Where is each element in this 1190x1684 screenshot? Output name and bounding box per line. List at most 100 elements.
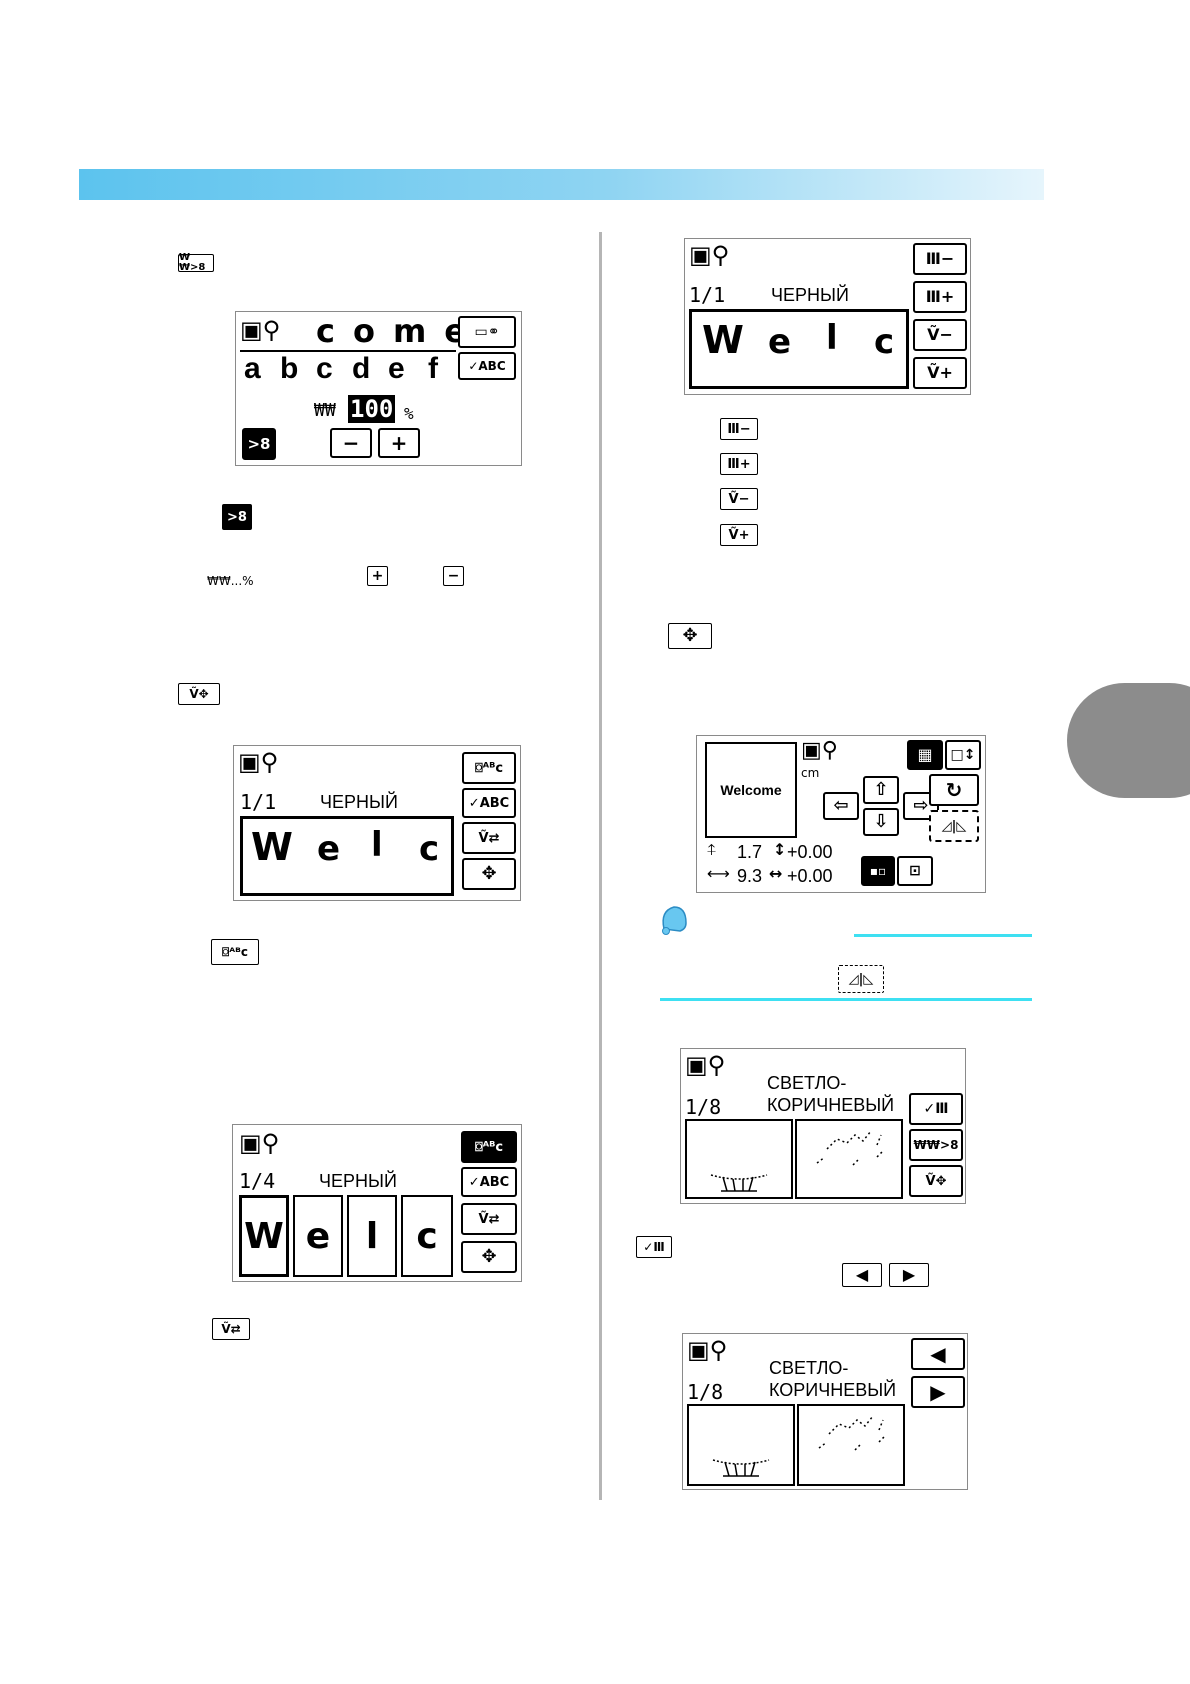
thread-color-name: ЧЕРНЫЙ	[771, 285, 849, 305]
needle-minus-button[interactable]: Ṽ−	[913, 319, 967, 351]
rotate-button[interactable]: ↻	[929, 774, 979, 806]
needle-swap-button[interactable]: Ṽ⇄	[461, 1203, 517, 1235]
arrow-up-button[interactable]: ⇧	[863, 776, 899, 804]
color-name-line1: СВЕТЛО-	[769, 1358, 849, 1378]
lcd-screen-layout: Welcome ▣⚲ cm ▦ □↕ ⇧ ⇦ ⇨ ⇩ ↻ ◿|◺ ⍏ 1.7 ↕…	[696, 735, 986, 893]
counter: 1/1	[240, 790, 277, 814]
vertical-offset-icon: ↕	[773, 840, 787, 859]
font-style-button[interactable]: ▭⚭	[458, 316, 516, 348]
letter-preview: W e l c	[689, 309, 909, 389]
height-value: 1.7	[737, 842, 763, 862]
pattern-preview: Welcome	[705, 742, 797, 838]
check-abc-button[interactable]: ✓ABC	[458, 352, 516, 380]
width-offset: +0.00	[787, 866, 833, 886]
lcd-screen-edit-split: ▣⚲ 1/4 ЧЕРНЫЙ W e l c ⌼ᴬᴮᴄ ✓ABC Ṽ⇄ ✥	[232, 1124, 522, 1282]
counter: 1/4	[239, 1169, 276, 1193]
cut-button[interactable]: >8	[242, 428, 276, 460]
lcd-screen-pattern-colors: ▣⚲ СВЕТЛО- 1/8 КОРИЧНЕВЫЙ ✓Ⅲ ₩₩>8 Ṽ✥	[680, 1048, 966, 1204]
color-name-line1: СВЕТЛО-	[767, 1073, 847, 1093]
move-button[interactable]: ✥	[462, 858, 516, 890]
pattern-part-preview	[685, 1119, 793, 1199]
letter-group-button[interactable]: ⌼ᴬᴮᴄ	[461, 1131, 517, 1163]
letter-c[interactable]: c	[316, 352, 333, 385]
section-header-bar	[79, 169, 1044, 200]
next-color-button[interactable]: ▶	[911, 1376, 965, 1408]
letter-c: c	[419, 829, 440, 869]
machine-thread-icon: ▣⚲	[685, 1051, 726, 1079]
unit-label: cm	[801, 766, 820, 780]
cut-icon: >8	[222, 504, 252, 530]
letter-e[interactable]: e	[388, 352, 405, 385]
chapter-side-tab	[1067, 683, 1190, 798]
counter: 1/8	[685, 1095, 722, 1119]
arrow-down-button[interactable]: ⇩	[863, 808, 899, 836]
letter-l: l	[826, 318, 838, 358]
machine-thread-icon: ▣⚲	[240, 316, 281, 344]
letter-cell-W[interactable]: W	[239, 1195, 289, 1277]
arrow-left-button[interactable]: ⇦	[823, 792, 859, 820]
move-cross-icon: ✥	[668, 623, 712, 649]
density-prefix: ₩₩	[314, 400, 336, 421]
minus-button[interactable]: −	[330, 428, 372, 458]
previous-color-button[interactable]: ◀	[911, 1338, 965, 1370]
stitch-cut-button[interactable]: ₩₩>8	[909, 1129, 963, 1161]
height-icon: ⍏	[707, 840, 717, 859]
letter-W: W	[251, 825, 293, 869]
check-spool-button[interactable]: ✓Ⅲ	[909, 1093, 963, 1125]
letter-d[interactable]: d	[352, 352, 371, 385]
needle-plus-button[interactable]: Ṽ+	[913, 357, 967, 389]
basket-pattern	[710, 1174, 768, 1192]
spool-minus-button[interactable]: Ⅲ−	[913, 243, 967, 275]
dotted-pattern	[818, 1415, 886, 1451]
pattern-full-preview	[797, 1404, 905, 1486]
layout-mode-button[interactable]: ▦	[907, 740, 943, 770]
spool-plus-button[interactable]: Ⅲ+	[913, 281, 967, 313]
letter-a[interactable]: a	[244, 352, 261, 385]
bell-note-icon	[662, 906, 687, 935]
spool-plus-icon: Ⅲ+	[720, 453, 758, 475]
thread-color-name: ЧЕРНЫЙ	[320, 792, 398, 812]
counter: 1/8	[687, 1380, 724, 1404]
letter-group-icon: ⌼ᴬᴮᴄ	[211, 939, 259, 965]
arrow-right-icon: ▶	[889, 1263, 929, 1287]
trial-button[interactable]: ⊡	[897, 856, 933, 886]
note-rule-bottom	[660, 998, 1032, 1001]
pattern-full-preview	[795, 1119, 903, 1199]
note-rule-top	[854, 934, 1032, 937]
needle-move-button[interactable]: Ṽ✥	[909, 1165, 963, 1197]
machine-thread-icon: ▣⚲	[238, 748, 279, 776]
arrow-left-icon: ◀	[842, 1263, 882, 1287]
dotted-pattern	[816, 1130, 884, 1166]
needle-minus-icon: Ṽ−	[720, 488, 758, 510]
density-unit: %	[404, 404, 414, 423]
check-abc-button[interactable]: ✓ABC	[462, 788, 516, 818]
letter-e: e	[768, 322, 792, 362]
move-button[interactable]: ✥	[461, 1241, 517, 1273]
color-name-line2: КОРИЧНЕВЫЙ	[767, 1095, 895, 1115]
letter-b[interactable]: b	[280, 352, 299, 385]
letter-cell-l[interactable]: l	[347, 1195, 397, 1277]
thread-color-name: ЧЕРНЫЙ	[319, 1171, 397, 1191]
spool-minus-icon: Ⅲ−	[720, 418, 758, 440]
percent-indicator-icon: ₩₩...%	[207, 574, 254, 588]
check-spool-icon: ✓Ⅲ	[636, 1236, 672, 1258]
mirror-button[interactable]: ◿|◺	[929, 810, 979, 842]
pattern-part-preview	[687, 1404, 795, 1486]
letter-group-button[interactable]: ⌼ᴬᴮᴄ	[462, 752, 516, 784]
width-value: 9.3	[737, 866, 763, 886]
plus-button[interactable]: +	[378, 428, 420, 458]
needle-move-icon: Ṽ✥	[178, 683, 220, 705]
letter-f[interactable]: f	[428, 352, 438, 385]
size-mode-button[interactable]: □↕	[945, 740, 981, 770]
center-mode-button[interactable]: ▪▫	[861, 856, 895, 886]
letter-cell-e[interactable]: e	[293, 1195, 343, 1277]
top-word-text: come	[316, 312, 484, 350]
machine-thread-icon: ▣⚲	[239, 1129, 280, 1157]
machine-thread-icon: ▣⚲	[801, 738, 838, 763]
check-abc-button[interactable]: ✓ABC	[461, 1167, 517, 1197]
preview-text: Welcome	[720, 782, 782, 798]
letter-cell-c[interactable]: c	[401, 1195, 453, 1277]
needle-swap-button[interactable]: Ṽ⇄	[462, 822, 516, 854]
needle-swap-icon: Ṽ⇄	[212, 1318, 250, 1340]
color-name-line2: КОРИЧНЕВЫЙ	[769, 1380, 897, 1400]
